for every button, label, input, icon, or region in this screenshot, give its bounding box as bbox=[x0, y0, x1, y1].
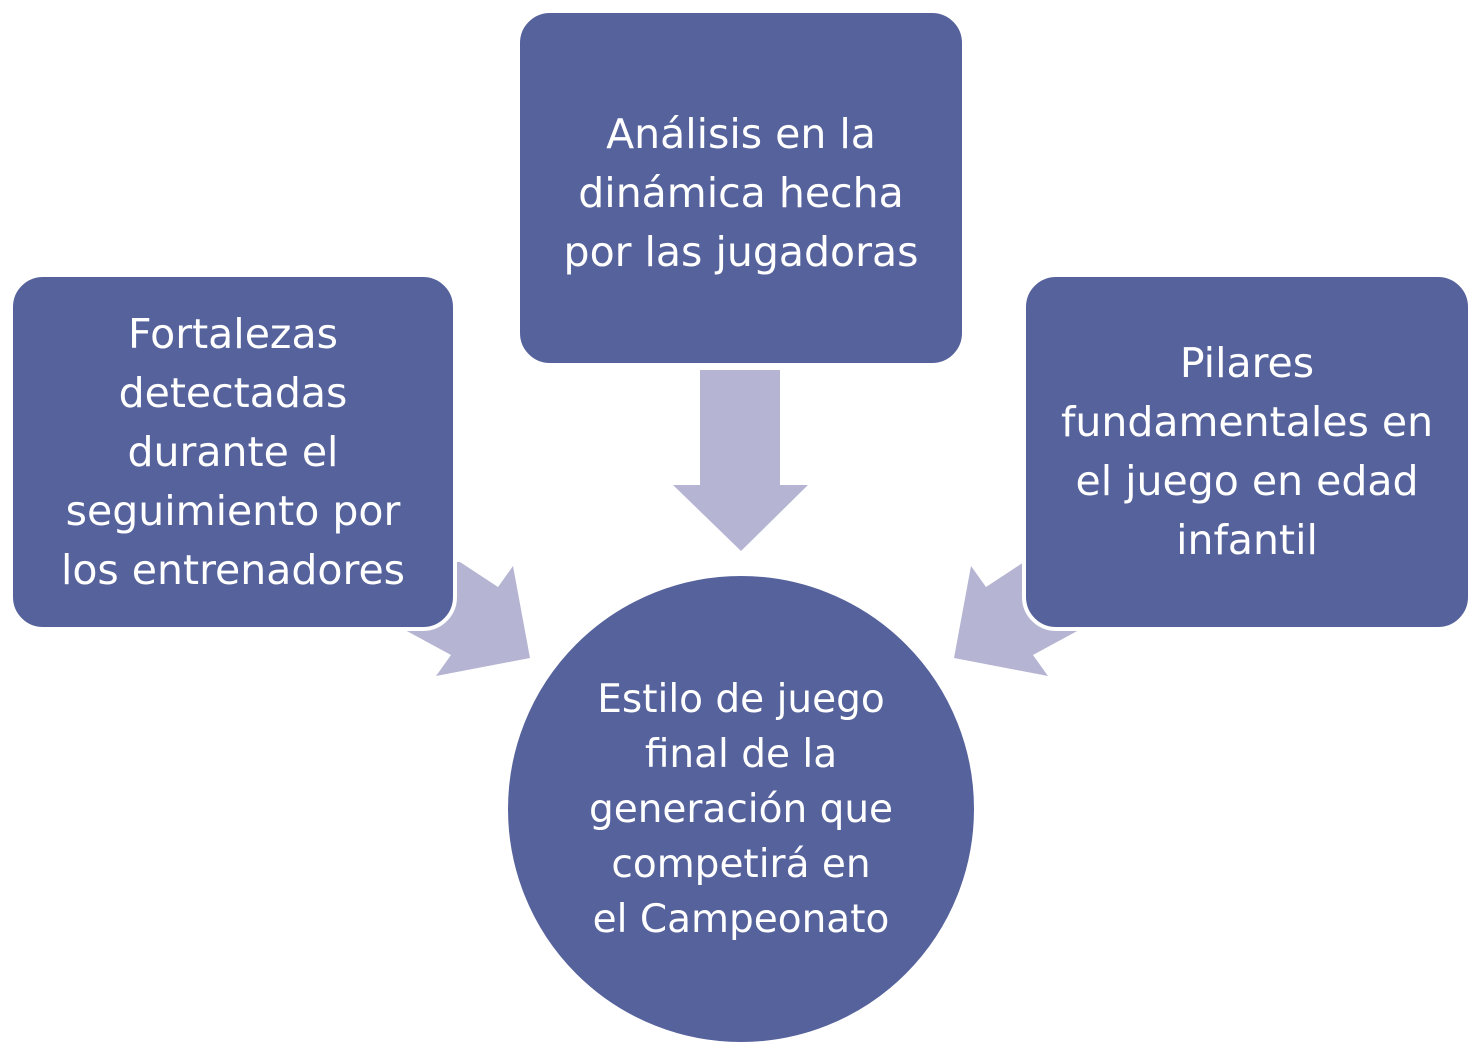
top-box: Análisis en la dinámica hecha por las ju… bbox=[516, 9, 966, 367]
right-box: Pilares fundamentales en el juego en eda… bbox=[1022, 273, 1472, 631]
center-circle: Estilo de juego final de la generación q… bbox=[504, 572, 978, 1046]
top-box-text: Análisis en la dinámica hecha por las ju… bbox=[563, 110, 919, 276]
left-box-text: Fortalezas detectadas durante el seguimi… bbox=[60, 309, 406, 594]
center-circle-text: Estilo de juego final de la generación q… bbox=[588, 676, 894, 942]
left-box: Fortalezas detectadas durante el seguimi… bbox=[9, 273, 457, 631]
right-box-text: Pilares fundamentales en el juego en eda… bbox=[1060, 339, 1434, 564]
arrow-top-to-center bbox=[673, 370, 808, 551]
